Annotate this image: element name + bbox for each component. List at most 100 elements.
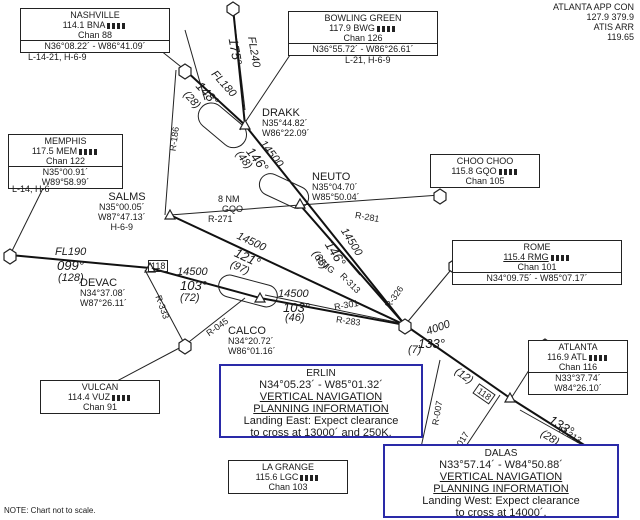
vnav-subheading: PLANNING INFORMATION [433,483,569,495]
navaid-name: ATLANTA [558,342,598,352]
navaid-channel: Chan 126 [343,33,383,43]
navaid-lat: N33°37.74´ [529,372,627,383]
fix-lat: N34°20.72´ [228,336,274,346]
approach-title: ATLANTA APP CON [552,2,634,12]
scale-note: NOTE: Chart not to scale. [4,506,96,515]
calco-fix: CALCO N34°20.72´ W86°01.16´ [228,325,276,357]
reference-box: 118 [148,260,169,272]
choo-choo-navaid-box: CHOO CHOO 115.8 GQO Chan 105 [430,154,540,188]
navaid-freq: 115.8 GQO [451,166,497,176]
morse-code-icon [300,474,321,481]
approach-freq: 127.9 379.9 [586,12,634,22]
segment-course: 103° [283,300,310,315]
segment-distance: (128) [58,272,84,284]
morse-code-icon [498,168,519,175]
vulcan-navaid-box: VULCAN 114.4 VUZ Chan 91 [40,380,160,414]
vnav-instruction: Landing West: Expect clearance [422,495,580,507]
segment-distance: (46) [285,312,305,324]
fix-name: SALMS [108,191,146,203]
morse-code-icon [79,148,100,155]
salms-fix: SALMS N35°00.05´ W87°47.13´ H-6-9 [98,192,146,233]
segment-distance: (7) [408,344,422,356]
navaid-freq: 117.5 MEM [31,146,78,156]
erlin-planning-box: ERLIN N34°05.23´ - W85°01.32´ VERTICAL N… [219,364,423,439]
fix-coords: N33°57.14´ - W84°50.88´ [439,459,563,471]
navaid-name: LA GRANGE [261,462,315,472]
navaid-freq: 117.9 BWG [329,23,375,33]
fix-name: DRAKK [262,107,300,119]
nashville-navaid-box: NASHVILLE 114.1 BNA Chan 88 N36°08.22´ -… [20,8,170,53]
navaid-channel: Chan 105 [465,176,505,186]
morse-code-icon [112,394,133,401]
navaid-name: BOWLING GREEN [324,13,402,23]
bowling-green-navaid-box: BOWLING GREEN 117.9 BWG Chan 126 N36°55.… [288,11,438,56]
navaid-lat: N35°00.91´ [9,166,122,177]
fix-lon: W87°26.11´ [80,298,127,308]
devac-fix: DEVAC N34°37.08´ W87°26.11´ [80,277,127,309]
morse-code-icon [376,25,397,32]
fix-name: DALAS [484,448,518,459]
navaid-name: MEMPHIS [44,136,87,146]
vnav-instruction: to cross at 14000´. [455,507,547,519]
vnav-heading: VERTICAL NAVIGATION [439,471,563,483]
vnav-subheading: PLANNING INFORMATION [253,403,389,415]
fix-lon: W85°50.04´ [312,192,360,202]
fix-name: NEUTO [312,171,351,183]
atlanta-navaid-box: ATLANTA 116.9 ATL Chan 116 N33°37.74´ W8… [528,340,628,395]
fix-name: DEVAC [80,277,118,289]
memphis-airways: L-14, H-6 [12,184,50,194]
vnav-instruction: Landing East: Expect clearance [243,415,399,427]
navaid-freq: 115.6 LGC [255,472,299,482]
fix-lon: W86°22.09´ [262,128,310,138]
navaid-lon: W84°26.10´ [554,383,602,393]
morse-code-icon [588,354,609,361]
navaid-freq: 114.1 BNA [62,20,106,30]
fix-lat: N35°00.05´ [98,202,145,212]
fix-airway: H-6-9 [110,222,134,232]
approach-control-frequencies: ATLANTA APP CON 127.9 379.9 ATIS ARR 119… [553,2,634,42]
segment-course: 103° [180,278,207,293]
segment-altitude: 14500 [177,266,208,278]
navaid-freq: 115.4 RMG [503,252,549,262]
navaid-channel: Chan 103 [268,482,308,492]
fix-name: ERLIN [306,368,336,379]
dalas-planning-box: DALAS N33°57.14´ - W84°50.88´ VERTICAL N… [383,444,619,519]
segment-altitude: 14500 [278,288,309,300]
segment-course: 099° [57,258,84,273]
navaid-freq: 114.4 VUZ [67,392,111,402]
navaid-channel: Chan 116 [558,362,598,372]
fix-lon: W87°47.13´ [98,212,146,222]
navaid-coords: N36°55.72´ - W86°26.61´ [289,43,437,54]
neuto-fix: NEUTO N35°04.70´ W85°50.04´ [312,171,360,203]
navaid-channel: Chan 91 [82,402,118,412]
la-grange-navaid-box: LA GRANGE 115.6 LGC Chan 103 [228,460,348,494]
memphis-navaid-box: MEMPHIS 117.5 MEM Chan 122 N35°00.91´ W8… [8,134,123,189]
navaid-channel: Chan 88 [77,30,113,40]
navaid-name: CHOO CHOO [456,156,514,166]
fix-lat: N35°44.82´ [262,118,308,128]
segment-distance: (72) [180,292,200,304]
segment-altitude: FL190 [55,246,87,258]
vnav-instruction: to cross at 13000´ and 250K. [250,427,392,439]
vnav-heading: VERTICAL NAVIGATION [259,391,383,403]
morse-code-icon [107,22,128,29]
morse-code-icon [550,254,571,261]
nashville-airways: L-14-21, H-6-9 [28,52,87,62]
fix-lon: W86°01.16´ [228,346,276,356]
bowling-green-airways: L-21, H-6-9 [345,55,391,65]
navaid-coords: N34°09.75´ - W85°07.17´ [453,272,621,283]
atis-freq: 119.65 [607,32,634,42]
radial-label: R-271 [208,214,233,224]
fix-name: CALCO [228,325,266,337]
atis-label: ATIS ARR [593,22,634,32]
navaid-lon: W89°58.99´ [41,177,90,187]
navaid-name: ROME [523,242,551,252]
rome-navaid-box: ROME 115.4 RMG Chan 101 N34°09.75´ - W85… [452,240,622,285]
navaid-name: VULCAN [81,382,119,392]
navaid-coords: N36°08.22´ - W86°41.09´ [21,40,169,51]
navaid-freq: 116.9 ATL [547,352,587,362]
dme-distance: 8 NM [218,194,240,204]
fix-lat: N34°37.08´ [80,288,126,298]
fix-coords: N34°05.23´ - W85°01.32´ [259,379,383,391]
